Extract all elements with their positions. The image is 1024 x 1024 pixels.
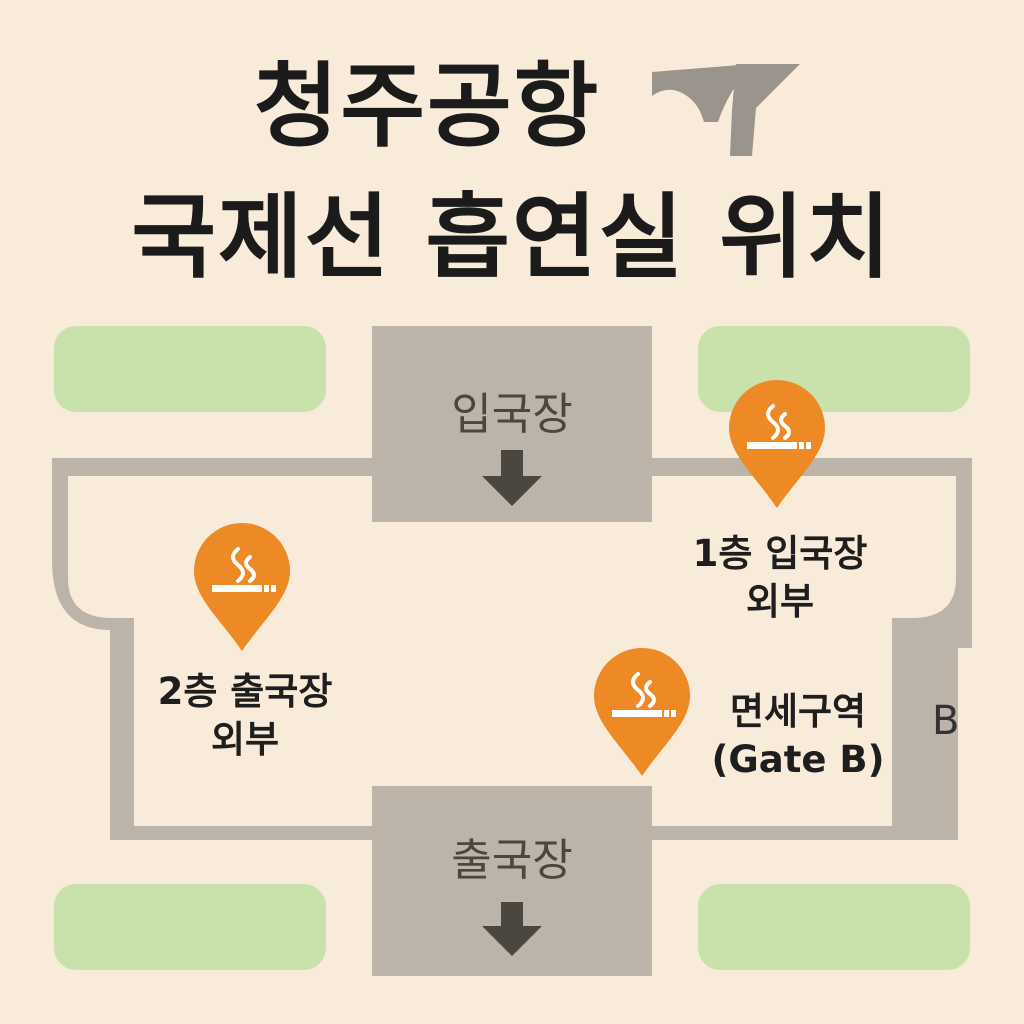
- smoking-area-label-line2: 외부: [745, 580, 815, 623]
- smoking-area-label-1f-arrivals: 1층 입국장 외부: [650, 530, 910, 626]
- smoking-pin-icon: [594, 648, 690, 776]
- smoking-pin-icon: [194, 523, 290, 651]
- smoking-area-label-2f-departures: 2층 출국장 외부: [110, 668, 380, 764]
- page-title-line-2: 국제선 흡연실 위치: [131, 184, 893, 291]
- green-area-bottom-left: [54, 884, 326, 970]
- gate-b-label: B: [932, 698, 960, 744]
- departures-label: 출국장: [451, 835, 573, 886]
- airport-logo-icon: [652, 64, 800, 156]
- smoking-area-label-line1: 2층 출국장: [157, 670, 333, 713]
- arrow-down-icon: [482, 450, 542, 506]
- smoking-area-label-duty-free: 면세구역 (Gate B): [688, 688, 908, 784]
- smoking-pin-icon: [729, 380, 825, 508]
- page-title-line-1: 청주공항: [253, 53, 601, 160]
- smoking-area-label-line1: 면세구역: [729, 690, 867, 733]
- smoking-area-label-line2: 외부: [210, 718, 280, 761]
- green-area-top-left: [54, 326, 326, 412]
- smoking-area-label-line1: 1층 입국장: [692, 532, 868, 575]
- green-area-bottom-right: [698, 884, 970, 970]
- smoking-area-label-line2: (Gate B): [711, 738, 885, 781]
- arrow-down-icon: [482, 902, 542, 956]
- arrivals-label: 입국장: [451, 389, 573, 440]
